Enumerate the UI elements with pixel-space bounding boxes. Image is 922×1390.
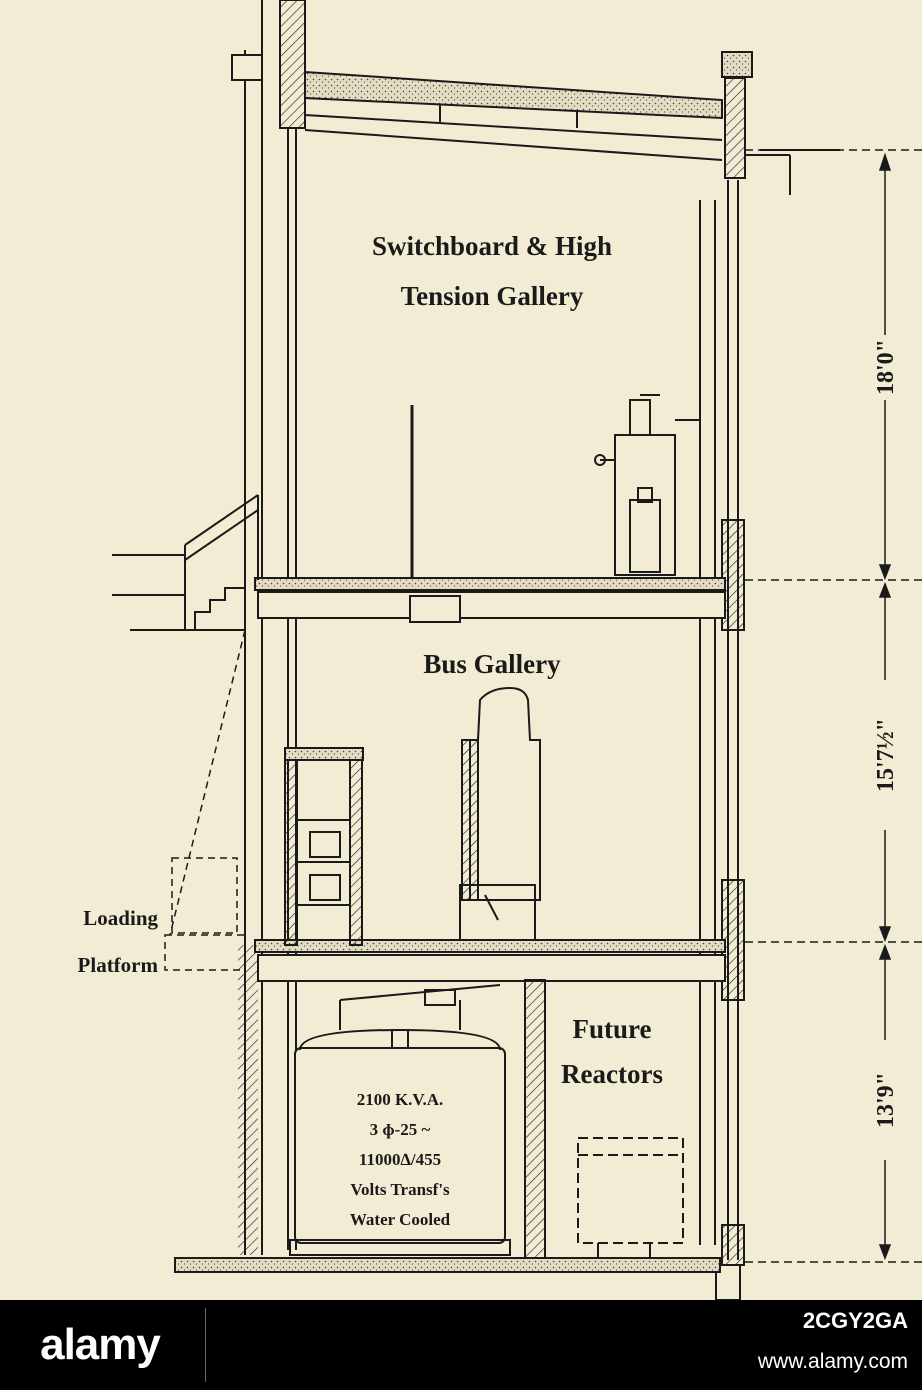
breaker-apparatus — [594, 394, 700, 576]
footer-divider — [205, 1308, 206, 1382]
transformer-plate: 2100 K.V.A. 3 ɸ-25 ~ 11000∆/455 Volts Tr… — [350, 1090, 451, 1229]
plate-line1: 2100 K.V.A. — [357, 1090, 444, 1109]
switchboard-label-line2: Tension Gallery — [401, 281, 584, 311]
plate-line3: 11000∆/455 — [359, 1150, 441, 1169]
plate-line4: Volts Transf's — [350, 1180, 450, 1199]
brand-logo: alamy — [40, 1320, 161, 1369]
dimension-middle: 15'7½" — [873, 718, 899, 792]
platform-label: Platform — [78, 953, 159, 977]
plate-line2: 3 ɸ-25 ~ — [370, 1120, 431, 1139]
image-id: 2CGY2GA — [802, 1308, 908, 1333]
upper-floor — [254, 577, 726, 623]
left-wall — [231, 0, 306, 1255]
bus-panel — [459, 686, 541, 941]
plate-line5: Water Cooled — [350, 1210, 451, 1229]
reactors-label: Reactors — [561, 1059, 663, 1089]
loading-label: Loading — [83, 906, 158, 930]
reactor-partition — [524, 979, 546, 1259]
section-drawing: Switchboard & High Tension Gallery Bus G… — [78, 0, 922, 1300]
future-reactor — [577, 1137, 684, 1244]
loading-platform — [164, 629, 246, 971]
dimension-upper: 18'0" — [873, 339, 899, 395]
transformer — [289, 984, 511, 1256]
ground-slab — [174, 1257, 721, 1273]
dimension-lower: 13'9" — [873, 1072, 899, 1128]
right-wall — [699, 51, 840, 1300]
roof-truss — [304, 70, 723, 161]
switchboard-label-line1: Switchboard & High — [372, 231, 612, 261]
bus-gallery-label: Bus Gallery — [423, 649, 561, 679]
dimension-lines — [745, 149, 922, 1263]
shelving-unit — [284, 747, 364, 946]
future-label: Future — [573, 1014, 652, 1044]
lower-floor — [254, 939, 726, 982]
watermark-footer: alamy 2CGY2GA www.alamy.com — [0, 1300, 922, 1390]
stair-railing — [112, 494, 259, 631]
site-url: www.alamy.com — [757, 1350, 908, 1373]
